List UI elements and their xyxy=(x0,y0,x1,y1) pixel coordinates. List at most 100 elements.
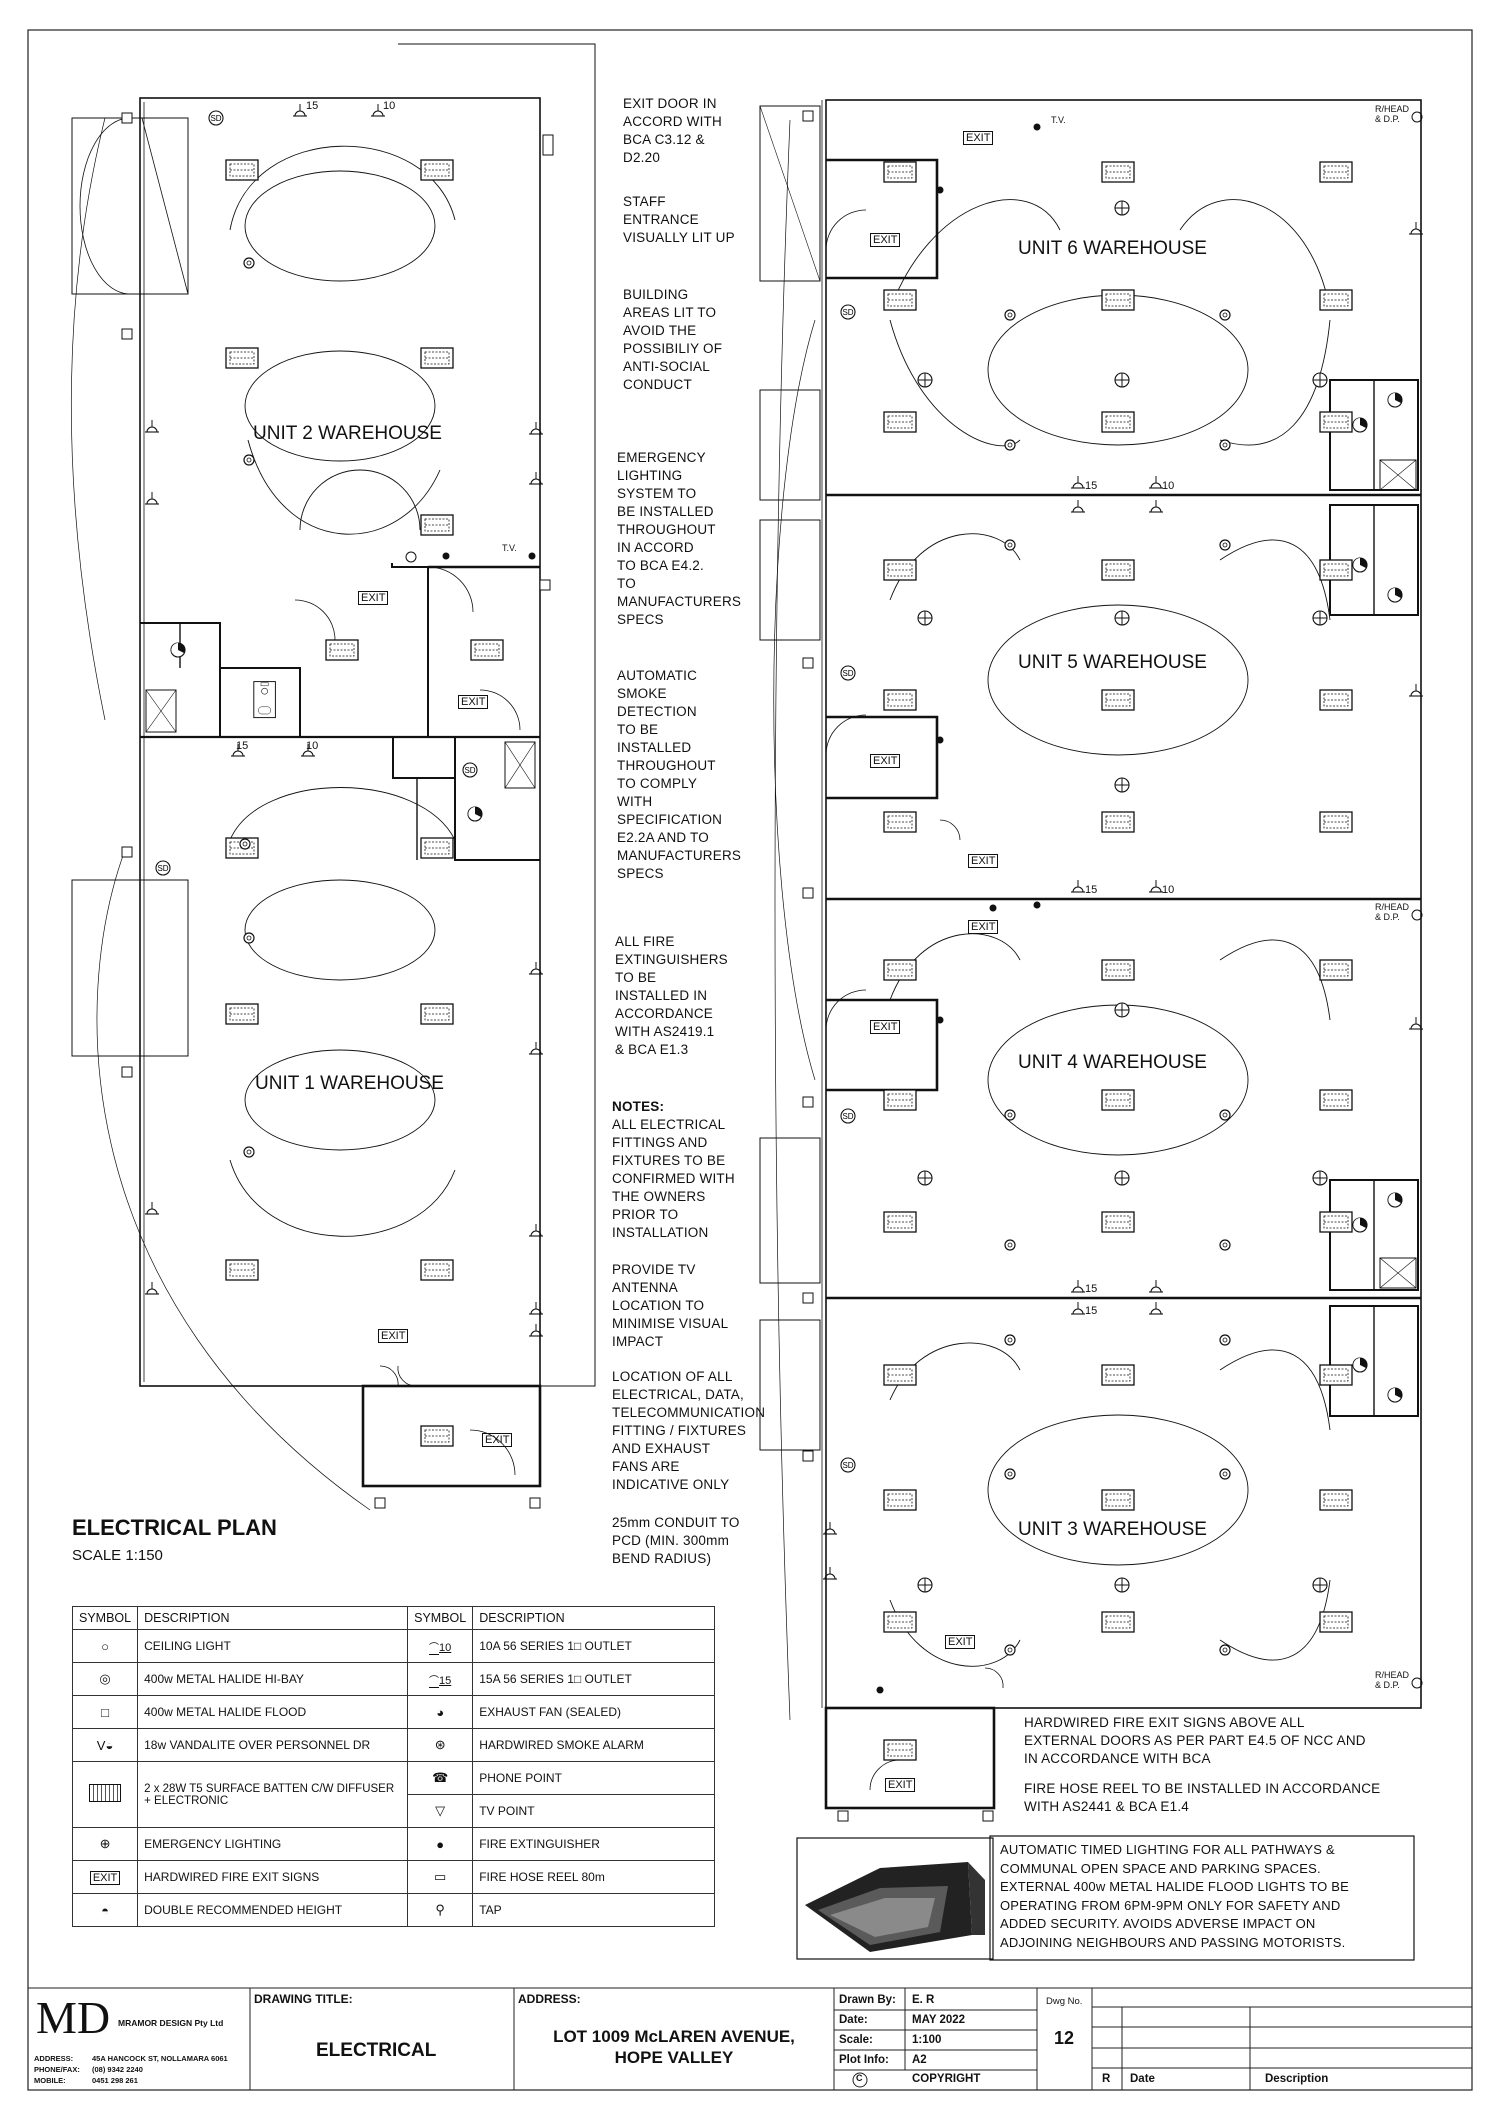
legend-desc: TAP xyxy=(472,1893,715,1927)
plan-title: ELECTRICAL PLAN xyxy=(72,1515,277,1540)
note-line: CONDUCT xyxy=(623,377,692,392)
note-line: TO xyxy=(617,576,636,591)
rhead-label-mid: R/HEAD& D.P. xyxy=(1375,902,1410,922)
units-3-6-fixtures xyxy=(822,111,1424,1761)
note-line: CONFIRMED WITH xyxy=(612,1171,735,1186)
vandalite-icon: V◒ xyxy=(71,1728,139,1762)
hi-bay-icon: ◎ xyxy=(71,1662,139,1696)
note-line: INDICATIVE ONLY xyxy=(612,1477,730,1492)
unit-6-label: UNIT 6 WAREHOUSE xyxy=(1018,238,1207,259)
legend-desc: PHONE POINT xyxy=(472,1761,715,1795)
exit-sign-unit1-a: EXIT xyxy=(378,1326,409,1344)
site-address: LOT 1009 McLAREN AVENUE,HOPE VALLEY xyxy=(553,2027,795,2067)
exit-sign-unit6-b: EXIT xyxy=(870,230,901,248)
legend-desc: HARDWIRED SMOKE ALARM xyxy=(472,1728,715,1762)
outlet-label: 15 xyxy=(1085,884,1098,896)
outlet-label: 10 xyxy=(1162,884,1175,896)
note-line: PROVIDE TV xyxy=(612,1262,696,1277)
exit-sign-unit4-a: EXIT xyxy=(968,917,999,935)
note-line: BUILDING xyxy=(623,287,689,302)
legend-desc: EXHAUST FAN (SEALED) xyxy=(472,1695,715,1729)
note-line: ALL ELECTRICAL xyxy=(612,1117,726,1132)
site-address-label: ADDRESS: xyxy=(518,1992,581,2006)
company-name: MRAMOR DESIGN Pty Ltd xyxy=(118,2018,224,2028)
drawn-by-row: Drawn By: xyxy=(839,1994,896,2006)
legend-desc: 10A 56 SERIES 1□ OUTLET xyxy=(472,1629,715,1663)
outlet-label: 10 xyxy=(306,740,319,752)
note-line: EXTINGUISHERS xyxy=(615,952,728,967)
note-line: LIGHTING xyxy=(617,468,683,483)
note-line: DETECTION xyxy=(617,704,697,719)
note-line: IN ACCORDANCE WITH BCA xyxy=(1024,1751,1211,1766)
note-line: ADJOINING NEIGHBOURS AND PASSING MOTORIS… xyxy=(1000,1934,1346,1950)
note-line: SPECIFICATION xyxy=(617,812,723,827)
note-line: AUTOMATIC TIMED LIGHTING FOR ALL PATHWAY… xyxy=(1000,1842,1335,1857)
note-line: SYSTEM TO xyxy=(617,486,697,501)
note-line: ADDED SECURITY. AVOIDS ADVERSE IMPACT ON xyxy=(1000,1916,1316,1931)
ceiling-light-icon: ○ xyxy=(71,1629,139,1663)
copyright-icon: C xyxy=(856,2073,863,2083)
flood-icon: □ xyxy=(71,1695,139,1729)
note-line: AND EXHAUST xyxy=(612,1441,711,1456)
note-line: LOCATION TO xyxy=(612,1298,705,1313)
note-line: 25mm CONDUIT TO xyxy=(612,1515,740,1530)
legend-desc: 2 x 28W T5 SURFACE BATTEN C/W DIFFUSER +… xyxy=(137,1761,409,1828)
outlet-label: 10 xyxy=(383,100,396,112)
note-line: PRIOR TO xyxy=(612,1207,679,1222)
outlet-label: 15 xyxy=(306,100,319,112)
legend-desc: HARDWIRED FIRE EXIT SIGNS xyxy=(137,1860,409,1894)
note-line: ALL FIRE xyxy=(615,934,675,949)
units-1-2-building xyxy=(70,43,596,1511)
note-line: ACCORD WITH xyxy=(623,114,722,129)
date-label: Date: xyxy=(839,2014,868,2026)
unit-2-label: UNIT 2 WAREHOUSE xyxy=(253,423,442,444)
exit-sign-unit5-a: EXIT xyxy=(870,751,901,769)
dwg-number: 12 xyxy=(1054,2028,1075,2048)
note-line: INSTALLED xyxy=(617,740,692,755)
note-line: TO BE xyxy=(615,970,657,985)
note-timed-lighting: AUTOMATIC TIMED LIGHTING FOR ALL PATHWAY… xyxy=(1000,1841,1349,1952)
rhead-label-top: R/HEAD& D.P. xyxy=(1375,104,1410,124)
note-line: IN ACCORD xyxy=(617,540,694,555)
note-line: D2.20 xyxy=(623,150,661,165)
legend-desc: FIRE HOSE REEL 80m xyxy=(472,1860,715,1894)
rhead-label-bottom: R/HEAD& D.P. xyxy=(1375,1670,1410,1690)
plot-value: A2 xyxy=(912,2054,927,2066)
drawn-by: E. R xyxy=(912,1994,935,2006)
double-height-icon: ◓ xyxy=(71,1893,139,1927)
outlet-label: 15 xyxy=(1085,1305,1098,1317)
hose-reel-icon: ▭ xyxy=(407,1860,474,1894)
unit-4-label: UNIT 4 WAREHOUSE xyxy=(1018,1052,1207,1073)
note-line: FANS ARE xyxy=(612,1459,680,1474)
note-line: BEND RADIUS) xyxy=(612,1551,712,1566)
unit-5-label: UNIT 5 WAREHOUSE xyxy=(1018,652,1207,673)
note-line: THE OWNERS xyxy=(612,1189,706,1204)
company-logo: MD xyxy=(36,1992,111,2043)
note-line: PCD (MIN. 300mm xyxy=(612,1533,730,1548)
flood-light-image xyxy=(796,1835,1415,1961)
note-line: SPECS xyxy=(617,866,664,881)
legend-desc: TV POINT xyxy=(472,1794,715,1828)
legend-header-symbol: SYMBOL xyxy=(71,1606,139,1630)
exit-sign-unit2-b: EXIT xyxy=(458,692,489,710)
revision-date: Date xyxy=(1130,2073,1155,2085)
scale-label: Scale: xyxy=(839,2034,873,2046)
date-value: MAY 2022 xyxy=(912,2014,966,2026)
note-line: STAFF xyxy=(623,194,666,209)
exit-sign-unit3-b: EXIT xyxy=(885,1775,916,1793)
outlet-15-icon: ⌒15 xyxy=(407,1662,474,1696)
note-line: FITTING / FIXTURES xyxy=(612,1423,747,1438)
note-line: FIXTURES TO BE xyxy=(612,1153,726,1168)
note-line: ELECTRICAL, DATA, xyxy=(612,1387,744,1402)
smoke-alarm-icon: ⊛ xyxy=(407,1728,474,1762)
exhaust-fan-icon: ◕ xyxy=(407,1695,474,1729)
outlet-label: 10 xyxy=(1162,480,1175,492)
note-line: ACCORDANCE xyxy=(615,1006,714,1021)
legend-header-symbol: SYMBOL xyxy=(407,1606,474,1630)
